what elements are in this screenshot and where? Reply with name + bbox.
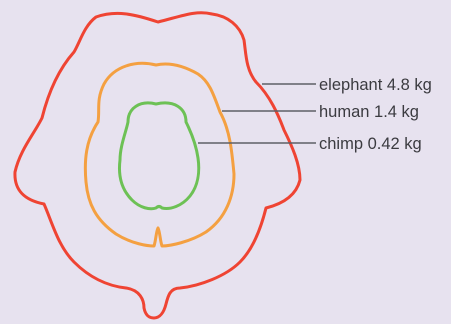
chimp-label: chimp 0.42 kg: [319, 135, 422, 153]
chimp-brain-outline: [120, 103, 199, 209]
elephant-brain-outline: [15, 13, 300, 318]
elephant-label: elephant 4.8 kg: [319, 76, 432, 94]
human-brain-outline: [85, 63, 234, 246]
human-label: human 1.4 kg: [319, 103, 419, 121]
